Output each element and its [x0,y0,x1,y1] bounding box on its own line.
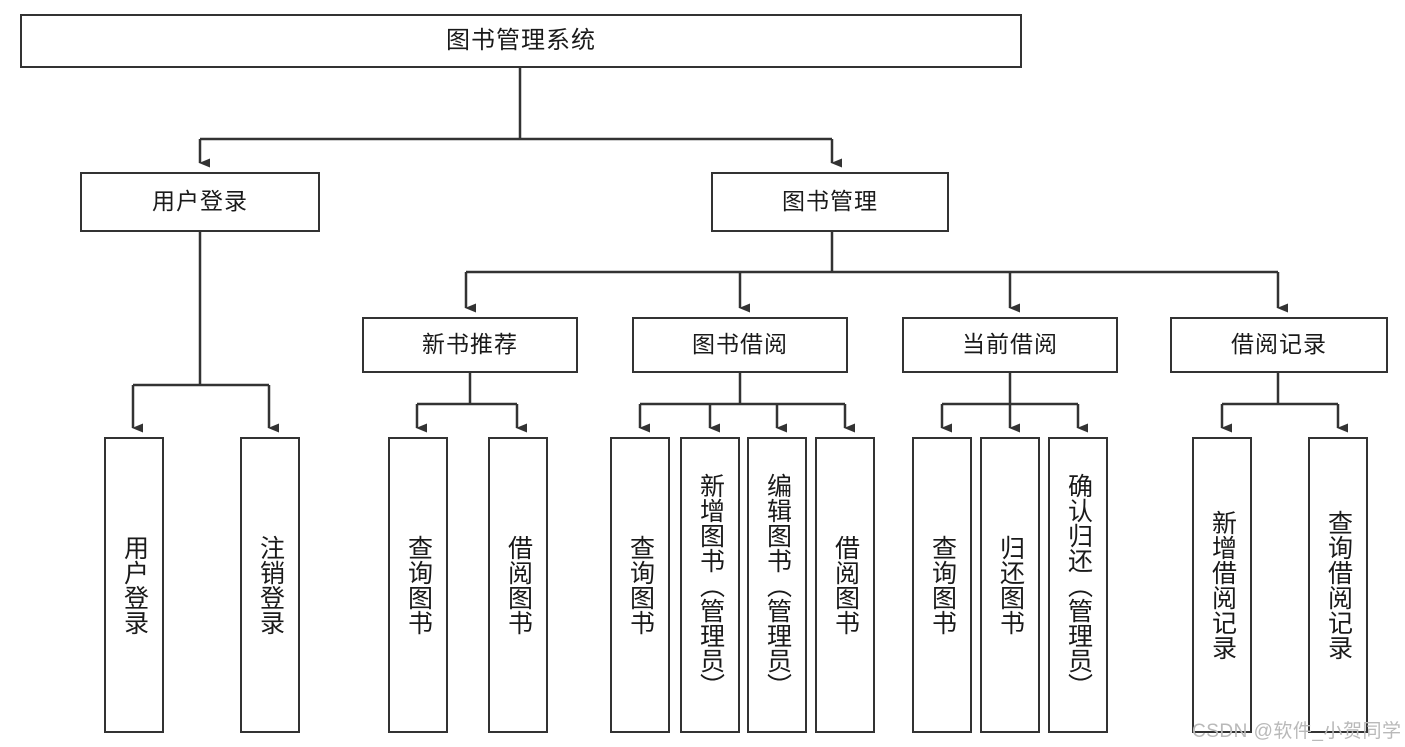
node-book-management-system[interactable]: 图书管理系统 [20,14,1022,68]
csdn-watermark: CSDN @软件_小贺同学 [1192,721,1402,742]
node-label: 查询图书 [928,535,957,635]
leaf-borrow-book[interactable]: 借阅图书 [815,437,875,733]
node-book-borrow[interactable]: 图书借阅 [632,317,848,373]
leaf-return-book[interactable]: 归还图书 [980,437,1040,733]
node-label: 用户登录 [120,535,149,635]
edge-root-to-level1 [198,68,842,168]
leaf-confirm-return[interactable]: 确认归还（管理员） [1048,437,1108,733]
edge-user-login-to-leaves [131,232,279,433]
edge-book-borrow-to-leaves [638,373,855,433]
leaf-add-borrow-record[interactable]: 新增借阅记录 [1192,437,1252,733]
node-borrow-record[interactable]: 借阅记录 [1170,317,1388,373]
leaf-logout-login[interactable]: 注销登录 [240,437,300,733]
node-label: 用户登录 [152,188,248,215]
leaf-query-book-current[interactable]: 查询图书 [912,437,972,733]
leaf-query-book-borrow[interactable]: 查询图书 [610,437,670,733]
edge-borrow-record-to-leaves [1220,373,1348,433]
node-label: 当前借阅 [962,331,1058,358]
edge-current-borrow-to-leaves [940,373,1088,433]
node-new-book-recommend[interactable]: 新书推荐 [362,317,578,373]
node-label: 查询图书 [404,535,433,635]
node-label: 借阅图书 [504,535,533,635]
leaf-add-book[interactable]: 新增图书（管理员） [680,437,740,733]
node-label: 新书推荐 [422,331,518,358]
node-label: 查询图书 [626,535,655,635]
node-label: 图书管理 [782,188,878,215]
node-label: 注销登录 [256,535,285,635]
leaf-edit-book[interactable]: 编辑图书（管理员） [747,437,807,733]
edge-new-book-recommend-to-leaves [415,373,527,433]
node-label: 确认归还（管理员） [1064,472,1093,698]
node-label: 图书管理系统 [446,26,596,54]
leaf-query-book-recommend[interactable]: 查询图书 [388,437,448,733]
node-label: 借阅图书 [831,535,860,635]
leaf-user-login[interactable]: 用户登录 [104,437,164,733]
node-label: 查询借阅记录 [1324,510,1353,660]
node-book-management[interactable]: 图书管理 [711,172,949,232]
node-current-borrow[interactable]: 当前借阅 [902,317,1118,373]
node-label: 新增借阅记录 [1208,510,1237,660]
node-label: 新增图书（管理员） [696,472,725,698]
node-label: 借阅记录 [1231,331,1327,358]
leaf-query-borrow-record[interactable]: 查询借阅记录 [1308,437,1368,733]
node-label: 图书借阅 [692,331,788,358]
node-label: 归还图书 [996,535,1025,635]
edge-book-management-to-level2 [464,232,1288,313]
leaf-borrow-book-recommend[interactable]: 借阅图书 [488,437,548,733]
node-label: 编辑图书（管理员） [763,472,792,698]
node-user-login[interactable]: 用户登录 [80,172,320,232]
